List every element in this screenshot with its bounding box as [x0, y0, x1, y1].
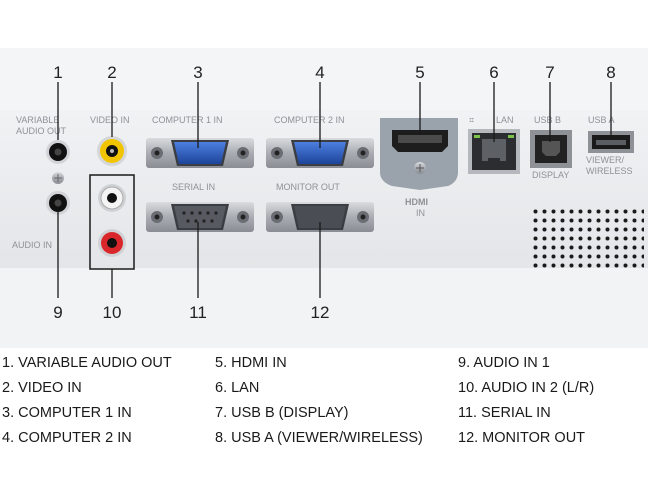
- callout-2: 2: [107, 63, 116, 82]
- lan-port[interactable]: [468, 129, 520, 174]
- label-computer1-in: COMPUTER 1 IN: [152, 115, 223, 125]
- computer-2-in-port[interactable]: [266, 138, 374, 168]
- callout-12: 12: [311, 303, 330, 322]
- label-serial-in: SERIAL IN: [172, 182, 215, 192]
- legend-item: 10. AUDIO IN 2 (L/R): [458, 380, 595, 396]
- computer-1-in-port[interactable]: [146, 138, 254, 168]
- legend-item: 11. SERIAL IN: [458, 405, 551, 421]
- network-icon: ⌗: [469, 115, 474, 125]
- callout-9: 9: [53, 303, 62, 322]
- label-usb-b: USB B: [534, 115, 561, 125]
- audio-in-2-right-rca[interactable]: [98, 229, 126, 257]
- label-computer2-in: COMPUTER 2 IN: [274, 115, 345, 125]
- screw-icon: [414, 162, 426, 174]
- callout-10: 10: [103, 303, 122, 322]
- legend-item: 1. VARIABLE AUDIO OUT: [2, 355, 172, 371]
- audio-in-2-left-rca[interactable]: [98, 184, 126, 212]
- callout-11: 11: [189, 303, 207, 322]
- callout-7: 7: [545, 63, 554, 82]
- label-usb-a: USB A: [588, 115, 615, 125]
- callout-6: 6: [489, 63, 498, 82]
- label-audio-out: AUDIO OUT: [16, 126, 67, 136]
- hdmi-bracket: [380, 118, 458, 190]
- video-in-rca[interactable]: [97, 136, 127, 166]
- callout-1: 1: [53, 63, 62, 82]
- label-viewer: VIEWER/: [586, 155, 625, 165]
- audio-in-1-jack[interactable]: [46, 191, 70, 215]
- label-hdmi-in: IN: [416, 208, 425, 218]
- label-wireless: WIRELESS: [586, 166, 633, 176]
- legend-item: 6. LAN: [215, 380, 260, 396]
- label-display: DISPLAY: [532, 170, 569, 180]
- label-video-in: VIDEO IN: [90, 115, 130, 125]
- variable-audio-out-jack[interactable]: [46, 140, 70, 164]
- legend-item: 12. MONITOR OUT: [458, 430, 586, 446]
- screw-icon: [52, 172, 64, 184]
- callout-4: 4: [315, 63, 324, 82]
- legend-item: 3. COMPUTER 1 IN: [2, 405, 132, 421]
- label-audio-in: AUDIO IN: [12, 240, 52, 250]
- label-monitor-out: MONITOR OUT: [276, 182, 340, 192]
- usb-a-port[interactable]: [588, 131, 634, 153]
- callout-lines: [57, 82, 612, 298]
- monitor-out-port[interactable]: [266, 202, 374, 232]
- label-variable: VARIABLE: [16, 115, 59, 125]
- usb-b-port[interactable]: [530, 130, 572, 168]
- legend: 1. VARIABLE AUDIO OUT 2. VIDEO IN 3. COM…: [0, 348, 648, 458]
- legend-item: 9. AUDIO IN 1: [458, 355, 550, 371]
- legend-item: 5. HDMI IN: [215, 355, 287, 371]
- callout-8: 8: [606, 63, 615, 82]
- callout-3: 3: [193, 63, 202, 82]
- label-lan: LAN: [496, 115, 514, 125]
- legend-item: 8. USB A (VIEWER/WIRELESS): [215, 430, 423, 446]
- callout-5: 5: [415, 63, 424, 82]
- legend-item: 4. COMPUTER 2 IN: [2, 430, 132, 446]
- legend-item: 7. USB B (DISPLAY): [215, 405, 349, 421]
- legend-item: 2. VIDEO IN: [2, 380, 82, 396]
- hdmi-in-port[interactable]: [392, 130, 448, 152]
- label-hdmi: HDMI: [405, 197, 428, 207]
- serial-in-port[interactable]: [146, 202, 254, 232]
- vent-grille: [532, 206, 644, 270]
